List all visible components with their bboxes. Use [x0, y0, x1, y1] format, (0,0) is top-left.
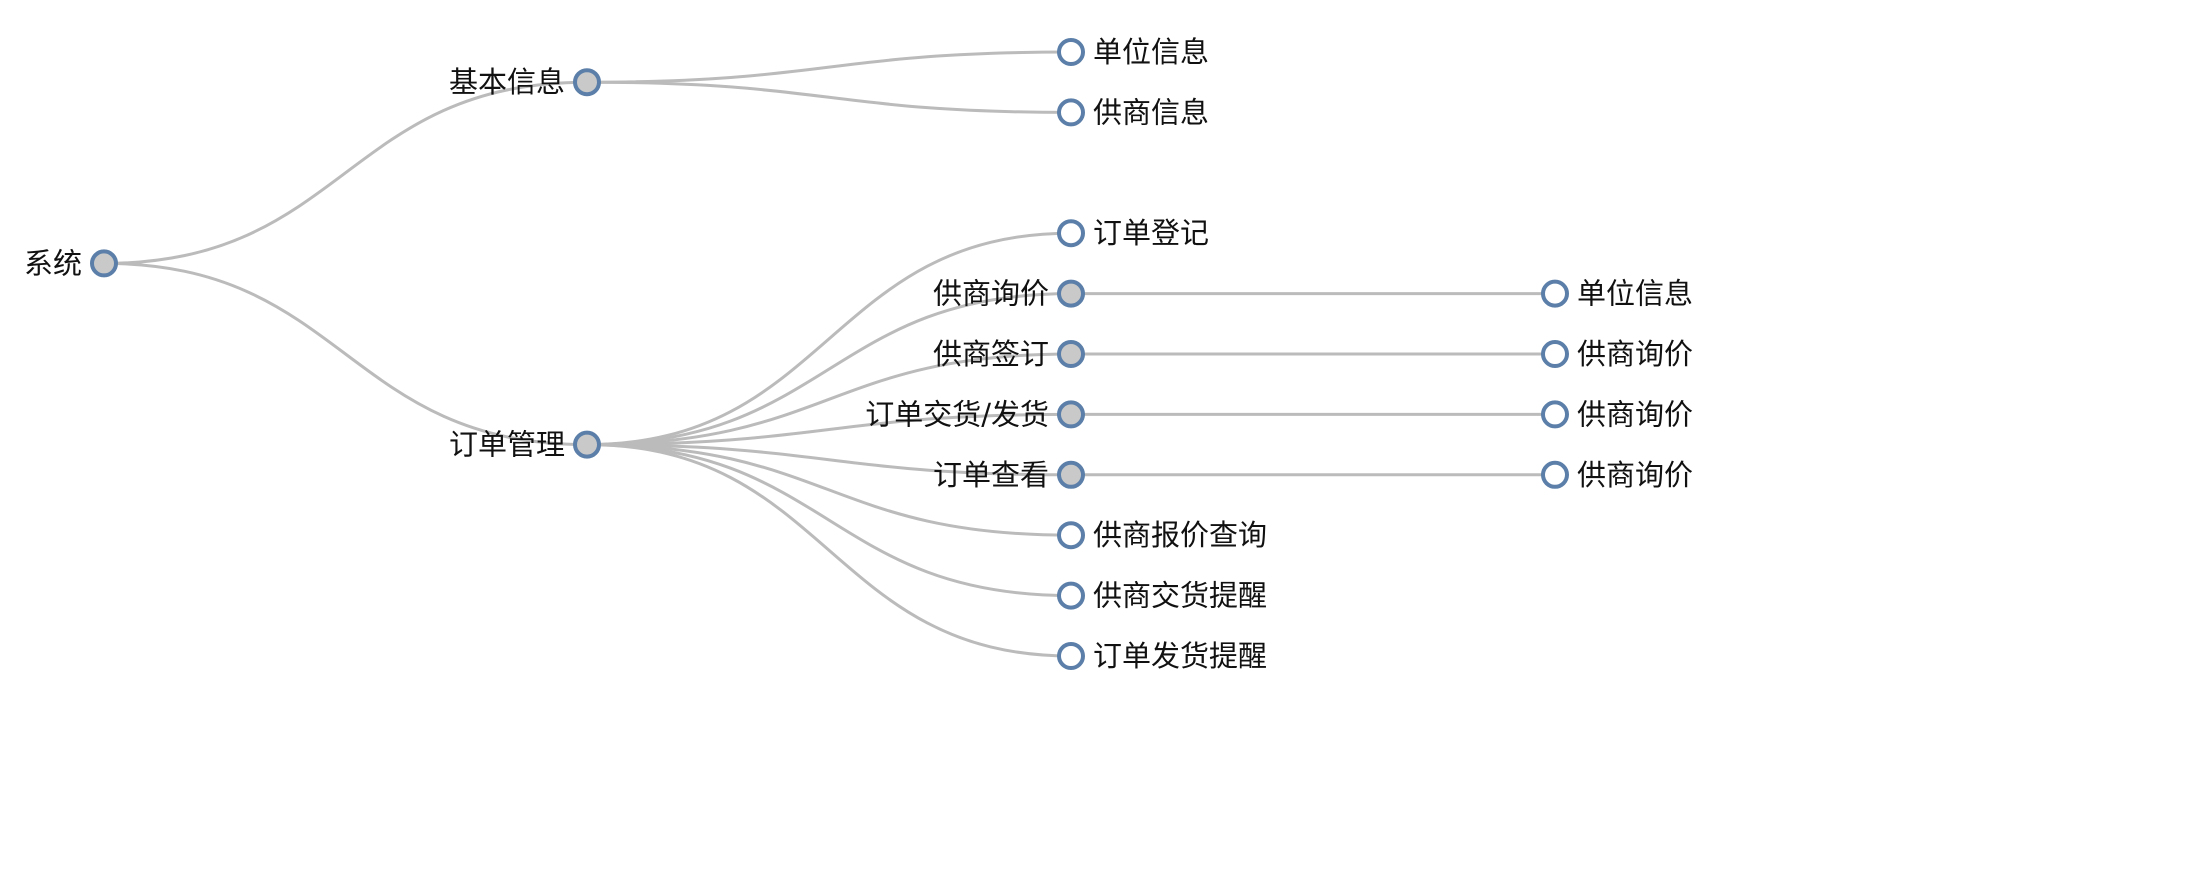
expand-node-toggle[interactable] — [573, 68, 601, 97]
tree-link — [586, 80, 1072, 114]
nodes-layer: 单位信息供商信息基本信息订单登记单位信息供商询价供商询价供商签订供商询价订单交货… — [24, 35, 1693, 673]
expand-node-toggle[interactable] — [1057, 400, 1085, 429]
tree-node[interactable]: 供商交货提醒 — [1057, 579, 1267, 613]
expand-node-toggle[interactable] — [1057, 460, 1085, 489]
tree-link — [586, 443, 1072, 658]
tree-node[interactable]: 供商询价 — [1541, 337, 1693, 371]
tree-link — [103, 261, 588, 447]
expand-node-toggle[interactable] — [1057, 340, 1085, 368]
tree-link — [586, 443, 1072, 598]
tree-node[interactable]: 订单管理 — [449, 428, 601, 462]
tree-node[interactable]: 基本信息 — [449, 65, 601, 99]
expand-node-toggle[interactable] — [573, 430, 601, 459]
tree-node[interactable]: 订单查看 — [933, 458, 1085, 492]
node-label: 系统 — [24, 246, 82, 280]
tree-node[interactable]: 供商信息 — [1057, 95, 1209, 129]
leaf-node-toggle[interactable] — [1541, 279, 1569, 308]
leaf-node-toggle[interactable] — [1541, 460, 1569, 489]
node-label: 单位信息 — [1577, 277, 1693, 311]
node-label: 供商询价 — [933, 277, 1049, 311]
tree-link — [103, 80, 588, 265]
tree-node[interactable]: 供商询价 — [1541, 458, 1693, 492]
tree-node[interactable]: 单位信息 — [1541, 277, 1693, 311]
tree-node[interactable]: 供商签订 — [933, 337, 1085, 371]
leaf-node-toggle[interactable] — [1057, 38, 1085, 66]
leaf-node-toggle[interactable] — [1541, 340, 1569, 368]
tree-link — [586, 50, 1072, 84]
leaf-node-toggle[interactable] — [1057, 642, 1085, 670]
node-label: 供商询价 — [1577, 397, 1693, 431]
node-label: 供商签订 — [933, 337, 1049, 371]
node-label: 订单发货提醒 — [1093, 639, 1267, 673]
expand-node-toggle[interactable] — [1057, 279, 1085, 308]
tree-node[interactable]: 供商报价查询 — [1057, 518, 1267, 552]
tree-node[interactable]: 供商询价 — [1541, 397, 1693, 431]
node-label: 基本信息 — [449, 65, 565, 99]
node-label: 单位信息 — [1093, 35, 1209, 69]
tree-link — [586, 352, 1072, 447]
leaf-node-toggle[interactable] — [1057, 521, 1085, 550]
node-label: 供商交货提醒 — [1093, 579, 1267, 613]
node-label: 供商信息 — [1093, 95, 1209, 129]
tree-link — [586, 443, 1072, 477]
node-label: 订单登记 — [1093, 216, 1209, 250]
tree-node[interactable]: 订单发货提醒 — [1057, 639, 1267, 673]
tree-link — [586, 412, 1072, 447]
expand-node-toggle[interactable] — [90, 249, 118, 278]
tree-link — [586, 231, 1072, 447]
node-label: 供商询价 — [1577, 458, 1693, 492]
leaf-node-toggle[interactable] — [1057, 219, 1085, 248]
leaf-node-toggle[interactable] — [1541, 400, 1569, 429]
tree-node[interactable]: 系统 — [24, 246, 118, 280]
links-layer — [103, 50, 1555, 658]
node-label: 供商报价查询 — [1093, 518, 1267, 552]
leaf-node-toggle[interactable] — [1057, 581, 1085, 610]
node-label: 订单交货/发货 — [865, 397, 1049, 431]
node-label: 订单查看 — [933, 458, 1049, 492]
tree-node[interactable]: 订单交货/发货 — [865, 397, 1085, 431]
tree-link — [586, 292, 1072, 447]
tree-link — [586, 443, 1072, 537]
node-label: 订单管理 — [449, 428, 565, 462]
leaf-node-toggle[interactable] — [1057, 98, 1085, 127]
tree-node[interactable]: 订单登记 — [1057, 216, 1209, 250]
tree-node[interactable]: 供商询价 — [933, 277, 1085, 311]
tree-node[interactable]: 单位信息 — [1057, 35, 1209, 69]
node-label: 供商询价 — [1577, 337, 1693, 371]
